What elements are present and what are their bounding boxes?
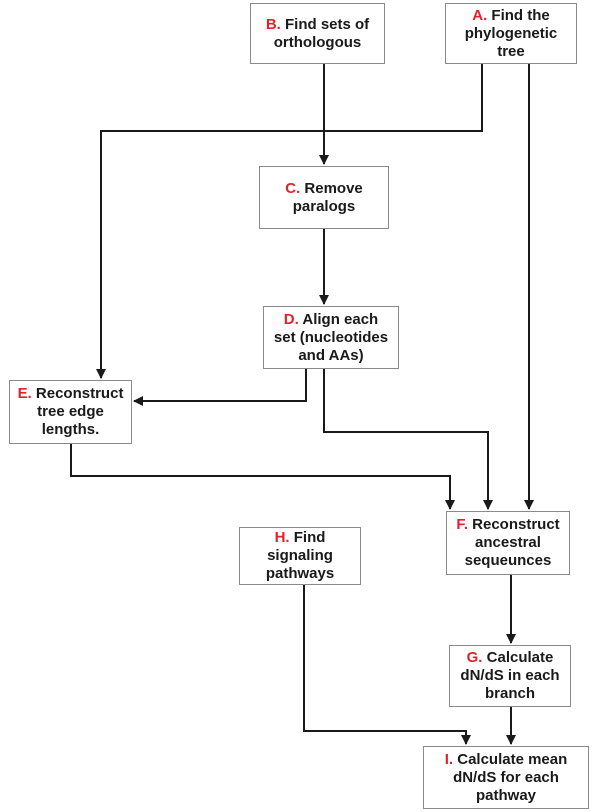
step-e-line-2: tree edge: [37, 403, 104, 420]
step-c-line-2: paralogs: [292, 197, 356, 215]
step-g-line-3: branch: [484, 685, 535, 702]
step-f-line-1: Reconstruct: [467, 516, 560, 533]
step-a-letter: A.: [472, 6, 488, 24]
step-d-box: D. Align each set (nucleotides and AAs): [263, 306, 399, 369]
step-d-line-3: and AAs): [298, 346, 364, 364]
step-b-line-2: orthologous: [273, 33, 362, 51]
step-g-line-1: Calculate: [482, 649, 554, 666]
step-e-text: E. Reconstruct tree edge lengths.: [18, 385, 124, 439]
step-c-letter: C.: [285, 179, 301, 197]
arrow-a-to-e: [96, 64, 483, 379]
step-f-box: F. Reconstruct ancestral sequeunces: [446, 511, 570, 575]
step-h-line-3: pathways: [265, 565, 335, 582]
step-f-text: F. Reconstruct ancestral sequeunces: [456, 516, 559, 570]
step-d-line-1: Align each: [298, 310, 379, 328]
step-g-text: G. Calculate dN/dS in each branch: [460, 649, 559, 703]
step-i-letter: I.: [444, 750, 454, 768]
step-b-letter: B.: [265, 15, 281, 33]
step-h-line-2: signaling: [267, 547, 333, 564]
step-b-text: B. Find sets of orthologous: [266, 16, 369, 52]
step-i-line-2: dN/dS for each: [453, 768, 559, 786]
step-c-line-1: Remove: [300, 179, 363, 197]
step-i-text: I. Calculate mean dN/dS for each pathway: [445, 751, 568, 805]
step-e-letter: E.: [17, 385, 32, 402]
step-d-text: D. Align each set (nucleotides and AAs): [274, 311, 388, 365]
arrow-h-to-i: [303, 585, 471, 745]
step-e-line-1: Reconstruct: [31, 385, 124, 402]
step-g-line-2: dN/dS in each: [460, 667, 560, 684]
step-a-box: A. Find the phylogenetic tree: [445, 3, 577, 64]
step-f-letter: F.: [456, 516, 468, 533]
step-e-box: E. Reconstruct tree edge lengths.: [9, 380, 132, 444]
arrow-d-to-f: [323, 369, 493, 510]
step-i-line-3: pathway: [475, 786, 536, 804]
step-e-line-3: lengths.: [41, 421, 100, 438]
step-f-line-2: ancestral: [475, 534, 541, 551]
step-a-line-2: phylogenetic: [464, 24, 558, 42]
step-i-line-1: Calculate mean: [453, 750, 568, 768]
step-a-text: A. Find the phylogenetic tree: [465, 7, 558, 61]
step-h-line-1: Find: [289, 529, 326, 546]
step-i-box: I. Calculate mean dN/dS for each pathway: [423, 746, 589, 809]
step-b-line-1: Find sets of: [280, 15, 370, 33]
step-c-text: C. Remove paralogs: [285, 180, 363, 216]
step-c-box: C. Remove paralogs: [259, 166, 389, 229]
step-h-box: H. Find signaling pathways: [239, 527, 361, 585]
arrow-d-to-e: [133, 369, 307, 406]
step-g-box: G. Calculate dN/dS in each branch: [449, 645, 571, 707]
step-g-letter: G.: [466, 649, 483, 666]
step-h-text: H. Find signaling pathways: [266, 529, 334, 583]
arrow-e-to-f: [70, 444, 455, 510]
step-b-box: B. Find sets of orthologous: [250, 3, 385, 64]
step-a-line-3: tree: [497, 42, 525, 60]
step-d-letter: D.: [283, 310, 299, 328]
step-h-letter: H.: [274, 529, 290, 546]
step-f-line-3: sequeunces: [464, 552, 552, 569]
step-a-line-1: Find the: [487, 6, 550, 24]
step-d-line-2: set (nucleotides: [273, 328, 389, 346]
